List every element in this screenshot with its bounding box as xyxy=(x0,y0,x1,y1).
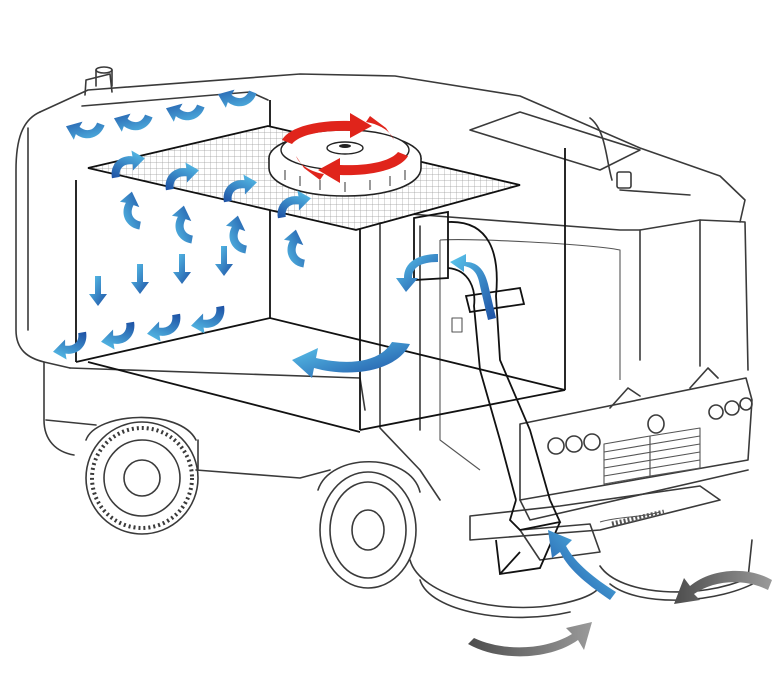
airflow-arrow-icon xyxy=(163,95,205,130)
brush-assembly xyxy=(410,486,760,617)
airflow-arrow-icon xyxy=(116,190,146,230)
airflow-arrow-icon xyxy=(63,113,105,148)
airflow-arrow-icon xyxy=(173,254,191,284)
front-wheel xyxy=(318,462,420,588)
suction-duct xyxy=(414,212,560,574)
airflow-arrow-icon xyxy=(111,105,153,140)
airflow-arrow-icon xyxy=(131,264,149,294)
airflow-arrow-icon xyxy=(51,332,91,362)
airflow-arrow-icon xyxy=(215,246,233,276)
airflow-arrow-icon xyxy=(280,228,310,268)
brush-rotation-arrow-icon xyxy=(674,571,772,604)
airflow-arrow-icon xyxy=(168,204,198,244)
brush-rotation-arrow-icon xyxy=(468,622,592,656)
airflow-arrow-icon xyxy=(292,342,410,378)
airflow-arrow-icon xyxy=(99,322,139,352)
airflow-arrow-icon xyxy=(548,530,616,600)
airflow-arrow-icon xyxy=(89,276,107,306)
brush-rotation-arrows xyxy=(468,571,772,657)
suction-fan-icon xyxy=(269,113,421,196)
rear-wheel xyxy=(86,417,198,534)
airflow-arrow-icon xyxy=(215,81,257,116)
